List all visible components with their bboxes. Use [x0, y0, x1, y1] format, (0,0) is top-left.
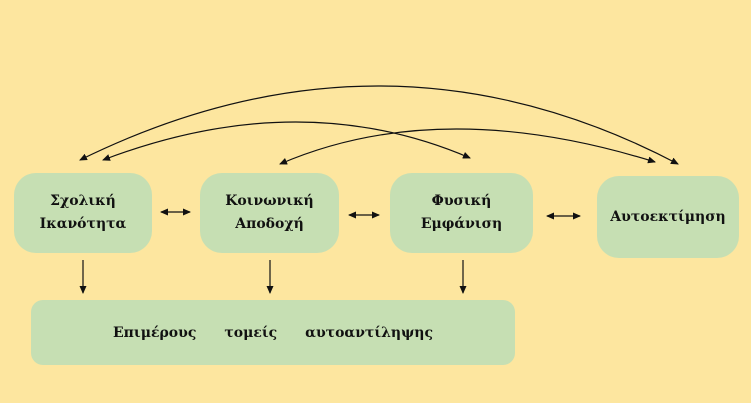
node-esteem-label: Αυτοεκτίμηση	[610, 208, 726, 225]
bar-word-1: Επιμέρους	[113, 324, 197, 341]
self-concept-domains-bar: Επιμέρους τομείς αυτοαντίληψης	[31, 300, 515, 365]
node-school-line1: Σχολική	[50, 193, 116, 209]
node-social-line1: Κοινωνική	[225, 193, 314, 209]
node-school-line2: Ικανότητα	[39, 216, 127, 232]
node-self-esteem: Αυτοεκτίμηση	[597, 176, 739, 258]
node-social-acceptance: Κοινωνική Αποδοχή	[200, 173, 339, 253]
arc-school-physical	[102, 121, 471, 161]
node-physical-line2: Εμφάνιση	[420, 216, 503, 232]
bar-word-3: αυτοαντίληψης	[305, 324, 433, 341]
arc-social-esteem	[279, 128, 656, 165]
node-school-competence: Σχολική Ικανότητα	[14, 173, 152, 253]
bar-word-2: τομείς	[224, 324, 278, 341]
node-physical-appearance: Φυσική Εμφάνιση	[390, 173, 533, 253]
arc-school-esteem	[79, 85, 679, 165]
node-social-line2: Αποδοχή	[235, 216, 304, 232]
node-physical-line1: Φυσική	[431, 193, 492, 209]
